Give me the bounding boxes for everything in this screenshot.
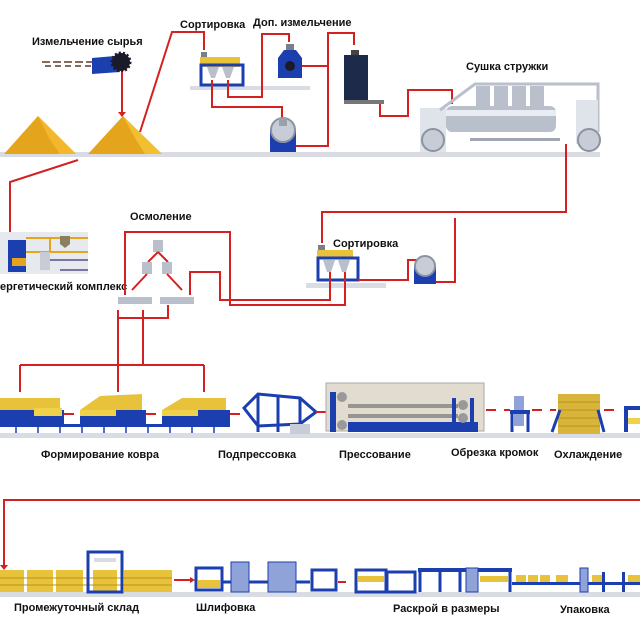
cut-to-size-line (354, 567, 512, 594)
flow-mill2-return (436, 218, 456, 283)
floor-line-4 (0, 592, 640, 597)
flow-to-bunker (327, 32, 355, 66)
forming-station-3 (162, 398, 230, 424)
intermediate-storage (0, 550, 172, 594)
label-packaging: Упаковка (560, 604, 611, 616)
sorting-machine-1 (199, 52, 245, 87)
flow-mill-collector (296, 65, 329, 147)
flow-bunker-to-dryer (379, 89, 453, 117)
chip-dryer (420, 82, 601, 152)
energy-complex (0, 232, 88, 274)
flow-dryer-to-sorting-2 (321, 144, 567, 243)
flow-sort-to-extra-chip (227, 33, 290, 98)
row-1-chip-preparation: Измельчение сырья Сортировка Доп. измель… (0, 17, 601, 157)
flow-cooling-to-storage (3, 499, 640, 565)
mill-machine-2 (414, 255, 436, 284)
sorting-machine-2 (316, 245, 360, 282)
label-chip-drying: Сушка стружки (466, 61, 548, 73)
forming-station-2 (80, 394, 146, 424)
label-prepressing: Подпрессовка (218, 449, 297, 461)
sorting-platform (190, 86, 310, 90)
chipper-machine (42, 51, 132, 74)
storage-bunker (344, 50, 384, 104)
label-edge-trimming: Обрезка кромок (451, 447, 539, 459)
row-4-finishing: Промежуточный склад Шлифовка Раскрой в р… (0, 499, 640, 616)
label-raw-chipping: Измельчение сырья (32, 36, 143, 48)
hot-press (325, 382, 485, 432)
label-extra-chipping: Доп. измельчение (253, 17, 351, 29)
flow-sort2-to-resin-right (189, 271, 331, 301)
row-3-forming-pressing: Формирование ковра Подпрессовка Прессова… (0, 364, 640, 461)
label-mat-forming: Формирование ковра (41, 449, 160, 461)
label-intermediate-storage: Промежуточный склад (14, 602, 139, 614)
edge-trimmer (510, 396, 530, 432)
resin-blending-unit (118, 240, 194, 304)
prepress-machine (242, 392, 319, 434)
label-sorting-1: Сортировка (180, 19, 246, 31)
label-cooling: Охлаждение (554, 449, 622, 461)
flow-pile-to-energy (9, 159, 79, 240)
packaging-line (512, 567, 640, 593)
floor-line (0, 152, 600, 157)
label-sanding: Шлифовка (196, 602, 256, 614)
flow-sort2-to-resin-left (124, 231, 346, 306)
row-2-drying-resin: ергетический комплекс (0, 144, 567, 365)
label-energy-complex: ергетический комплекс (0, 281, 127, 293)
forming-station-1 (0, 398, 64, 424)
label-resin-blending: Осмоление (130, 211, 192, 223)
extra-chipping-machine (278, 44, 302, 78)
flow-to-forming-stations (19, 364, 205, 392)
flow-resin-join (118, 305, 169, 319)
label-sorting-2: Сортировка (333, 238, 399, 250)
flow-pile-to-sorting (139, 31, 205, 133)
label-cut-to-size: Раскрой в размеры (393, 603, 500, 615)
mill-machine (270, 117, 296, 152)
cooling-turner (550, 394, 606, 434)
label-pressing: Прессование (339, 449, 411, 461)
floor-line-3 (0, 433, 640, 438)
sanding-line (194, 561, 338, 593)
